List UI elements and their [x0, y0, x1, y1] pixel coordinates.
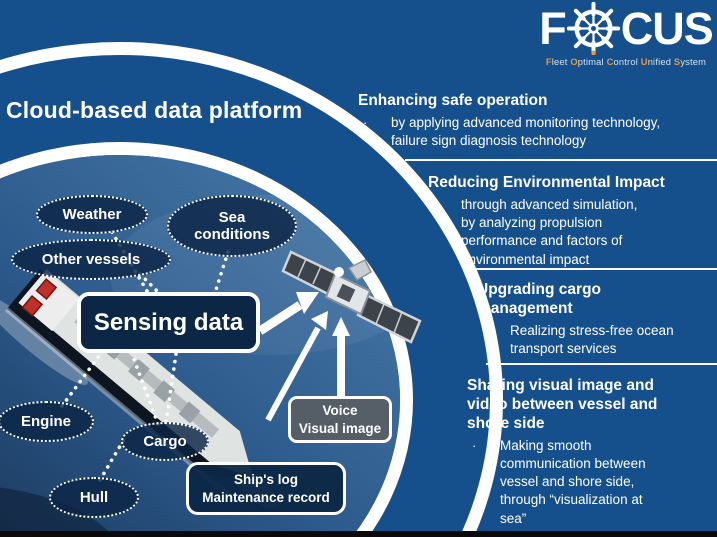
bottom-border-bar — [0, 531, 717, 537]
bullet-icon: · — [363, 114, 368, 130]
section-divider — [486, 363, 717, 365]
bubble-cargo-label: Cargo — [143, 432, 187, 450]
logo-letter-f: F — [539, 3, 566, 54]
logo-letters-cus: CUS — [620, 3, 714, 54]
bullet-icon: · — [482, 322, 487, 338]
bullet-icon: · — [433, 196, 438, 212]
page-title: Cloud-based data platform — [6, 97, 303, 123]
section-environmental-impact: Reducing Environmental Impact · through … — [428, 174, 665, 269]
bubble-other-vessels-label: Other vessels — [41, 250, 141, 268]
bubble-engine: Engine — [0, 401, 94, 442]
bubble-engine-label: Engine — [20, 412, 71, 430]
section-title: Reducing Environmental Impact — [428, 174, 665, 191]
satellite-icon — [281, 250, 422, 344]
section-divider — [470, 268, 717, 270]
bubble-cargo: Cargo — [121, 422, 209, 461]
logo-tagline: Fleet Optimal Control Unified System — [545, 57, 707, 67]
bubble-hull-label: Hull — [79, 488, 109, 506]
bubble-other-vessels: Other vessels — [11, 239, 171, 280]
section-divider — [405, 159, 717, 161]
focus-logo: F — [537, 2, 715, 67]
section-body: by applying advanced monitoring technolo… — [391, 114, 661, 149]
bubble-weather: Weather — [36, 195, 148, 234]
ship-wheel-icon — [566, 2, 620, 55]
sensing-data-box: Sensing data — [77, 292, 260, 353]
uplink-arrows — [257, 292, 350, 422]
bullet-icon: · — [472, 437, 477, 453]
bubble-hull: Hull — [49, 477, 139, 518]
section-title: Enhancing safe operation — [358, 92, 548, 109]
bubble-weather-label: Weather — [62, 205, 122, 223]
section-safe-operation: Enhancing safe operation · by applying a… — [358, 92, 660, 150]
section-body: through advanced simulation,by analyzing… — [461, 196, 638, 267]
sensing-data-label: Sensing data — [93, 308, 244, 336]
